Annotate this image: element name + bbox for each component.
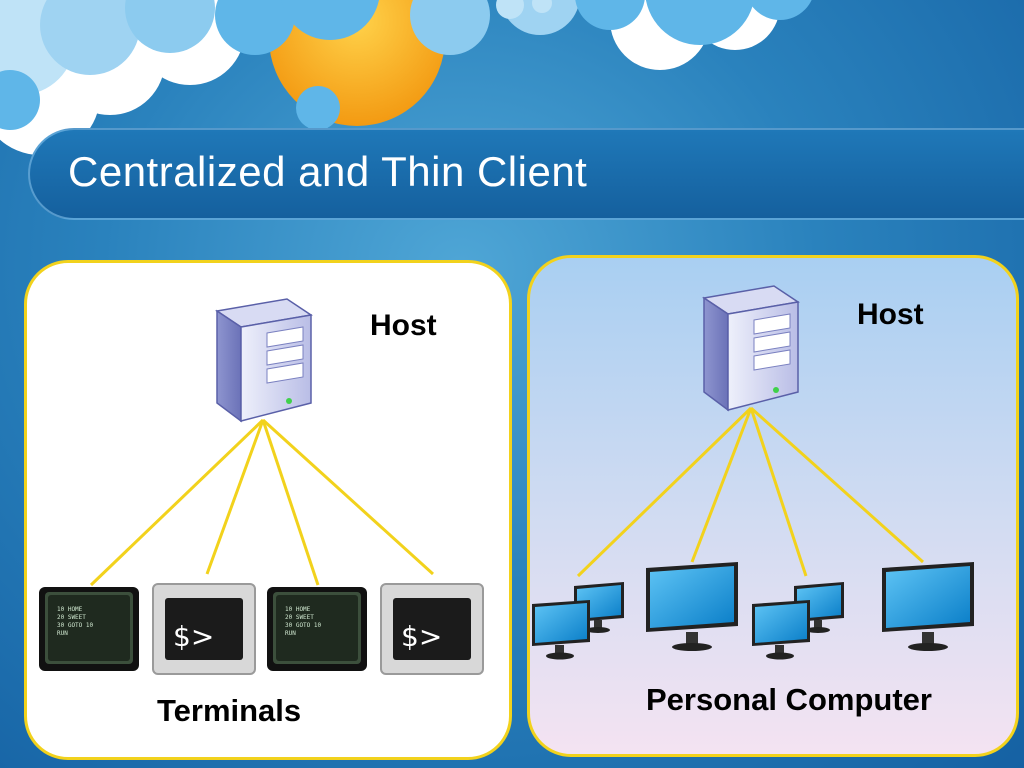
terminal-3: 10 HOME 20 SWEET 30 GOTO 10 RUN <box>267 587 367 671</box>
title-band <box>28 128 1024 220</box>
connector-lines <box>576 406 925 578</box>
svg-text:RUN: RUN <box>285 630 296 637</box>
connector-line <box>261 419 320 586</box>
cloud-left-icon <box>0 0 379 155</box>
centralized-panel: 10 HOME 20 SWEET 30 GOTO 10 RUN $> 10 HO… <box>24 260 512 760</box>
terminal-1: 10 HOME 20 SWEET 30 GOTO 10 RUN <box>39 587 139 671</box>
svg-text:10 HOME: 10 HOME <box>285 606 311 613</box>
svg-text:$>: $> <box>173 620 214 653</box>
svg-text:RUN: RUN <box>57 630 68 637</box>
pc-1-dual-monitor-icon <box>532 582 624 660</box>
cloud-middle-icon <box>296 0 580 130</box>
connector-line <box>576 406 753 578</box>
svg-text:20 SWEET: 20 SWEET <box>57 614 86 621</box>
svg-text:30 GOTO 10: 30 GOTO 10 <box>57 622 94 629</box>
connector-line <box>89 418 265 587</box>
svg-text:10 HOME: 10 HOME <box>57 606 83 613</box>
host-label: Host <box>370 309 437 342</box>
connector-line <box>690 407 753 563</box>
terminal-2: $> <box>152 583 256 675</box>
pc-3-dual-monitor-icon <box>752 582 844 660</box>
connector-line <box>749 406 925 564</box>
svg-text:30 GOTO 10: 30 GOTO 10 <box>285 622 322 629</box>
connector-line <box>205 419 265 575</box>
thin-client-diagram <box>532 285 974 660</box>
centralized-diagram: 10 HOME 20 SWEET 30 GOTO 10 RUN $> 10 HO… <box>39 298 484 675</box>
pc-2-monitor-icon <box>646 562 738 651</box>
sky-decoration <box>0 0 812 155</box>
connector-line <box>261 418 435 576</box>
host-server-icon <box>215 298 313 423</box>
svg-text:20 SWEET: 20 SWEET <box>285 614 314 621</box>
connector-line <box>749 407 808 577</box>
host-server-icon <box>702 285 800 412</box>
cloud-right-icon <box>575 0 812 70</box>
thin-client-panel: Host Personal Computer <box>527 255 1019 757</box>
terminals-label: Terminals <box>157 693 302 728</box>
personal-computer-label: Personal Computer <box>646 682 932 717</box>
svg-text:$>: $> <box>401 620 442 653</box>
pc-4-monitor-icon <box>882 562 974 651</box>
terminal-4: $> <box>380 583 484 675</box>
connector-lines <box>89 418 435 587</box>
slide-title: Centralized and Thin Client <box>68 148 588 195</box>
host-label: Host <box>857 298 924 331</box>
